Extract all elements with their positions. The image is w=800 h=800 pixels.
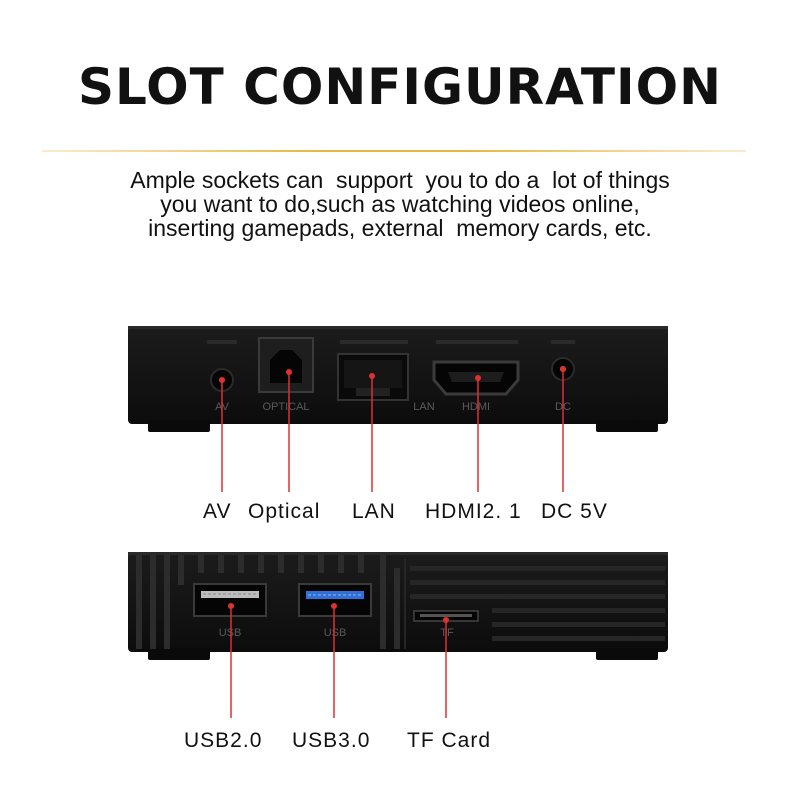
pointer-dot-hdmi [475, 375, 481, 381]
callout-usb2: USB2.0 [184, 729, 263, 752]
top-pointers [221, 369, 564, 492]
usb2-port [193, 583, 267, 617]
pointer-dot-dc [560, 366, 566, 372]
mark-lan: LAN [413, 401, 434, 413]
pointer-dot-optical [286, 369, 292, 375]
foot-right [596, 420, 658, 432]
bottom-pointers [230, 606, 447, 718]
description-line-2: you want to do,such as watching videos o… [160, 191, 640, 217]
page-title: SLOT CONFIGURATION [78, 58, 722, 116]
vent-slats-right [404, 559, 665, 649]
side-panel-device: USB USB TF [128, 552, 668, 718]
pointer-dot-lan [369, 373, 375, 379]
usb3-port [298, 583, 372, 617]
pointer-dot-usb2 [228, 603, 234, 609]
vent-slats-left [136, 555, 400, 649]
mark-usb-1: USB [219, 627, 242, 639]
mark-optical: OPTICAL [262, 401, 309, 413]
callout-usb3: USB3.0 [292, 729, 371, 752]
mark-tf: TF [440, 627, 454, 639]
callout-dc: DC 5V [541, 500, 608, 523]
rear-panel-device: AV OPTICAL LAN HDMI DC [128, 326, 668, 492]
description: Ample sockets can support you to do a lo… [0, 168, 800, 240]
callout-optical: Optical [248, 500, 321, 523]
mark-hdmi: HDMI [462, 401, 490, 413]
pointer-dot-usb3 [331, 603, 337, 609]
mark-usb-2: USB [324, 627, 347, 639]
title-divider [42, 150, 746, 152]
callout-av: AV [203, 500, 232, 523]
description-line-3: inserting gamepads, external memory card… [148, 215, 652, 241]
pointer-dot-tf [443, 617, 449, 623]
callout-lan: LAN [352, 500, 396, 523]
optical-port [258, 337, 314, 393]
description-line-1: Ample sockets can support you to do a lo… [130, 167, 670, 193]
callout-hdmi: HDMI2. 1 [425, 500, 522, 523]
callout-tf: TF Card [407, 729, 492, 752]
pointer-dot-av [219, 377, 225, 383]
foot-left [148, 420, 210, 432]
